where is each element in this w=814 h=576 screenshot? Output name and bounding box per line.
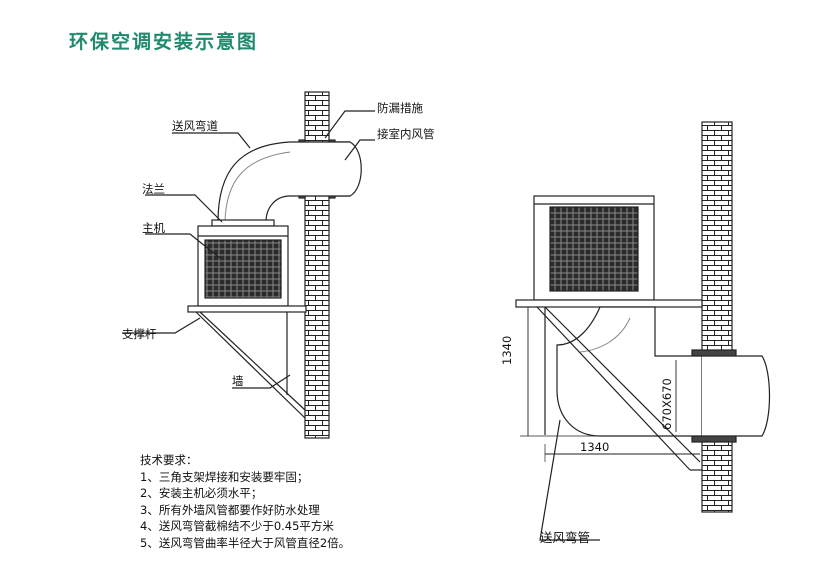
label-width-dim: 1340 <box>580 440 610 454</box>
right-main-unit-mesh <box>549 206 639 292</box>
right-indoor-duct <box>702 355 771 437</box>
label-main-unit: 主机 <box>142 221 165 235</box>
page-title: 环保空调安装示意图 <box>69 31 259 53</box>
label-wall: 墙 <box>232 374 244 388</box>
right-wall-lower <box>701 439 733 513</box>
label-height-dim: 1340 <box>500 335 514 365</box>
label-support-rod: 支撑杆 <box>122 327 157 341</box>
notes-heading: 技术要求： <box>140 453 198 467</box>
right-wall-upper <box>701 121 733 355</box>
right-support-shelf <box>515 299 703 308</box>
left-wall-upper <box>304 91 330 143</box>
label-bend-duct: 送风弯道 <box>172 119 218 133</box>
note-item: 1、三角支架焊接和安装要牢固； <box>140 469 309 484</box>
left-diagram <box>122 91 375 439</box>
right-support-rod <box>536 306 691 471</box>
support-shelf <box>187 305 307 313</box>
bend-duct <box>217 141 351 223</box>
label-duct-size: 670X670 <box>660 378 674 430</box>
indoor-duct <box>335 141 362 197</box>
left-wall-lower <box>304 195 330 439</box>
note-item: 3、所有外墙风管都要作好防水处理 <box>140 502 320 517</box>
label-bend-pipe: 送风弯管 <box>540 530 591 545</box>
note-item: 5、送风弯管曲率半径大于风管直径2倍。 <box>140 535 351 550</box>
label-flange: 法兰 <box>142 182 165 196</box>
note-item: 4、送风弯管截棉结不少于0.45平方米 <box>140 519 334 533</box>
right-bend-pipe <box>556 306 703 437</box>
technical-notes: 技术要求： 1、三角支架焊接和安装要牢固； 2、安装主机必须水平； 3、所有外墙… <box>140 452 350 551</box>
support-rod <box>195 311 306 419</box>
main-unit-mesh <box>204 239 282 299</box>
note-item: 2、安装主机必须水平； <box>140 486 263 500</box>
label-indoor-duct: 接室内风管 <box>377 127 435 141</box>
label-leak-proof: 防漏措施 <box>377 101 423 115</box>
right-diagram <box>515 121 771 541</box>
